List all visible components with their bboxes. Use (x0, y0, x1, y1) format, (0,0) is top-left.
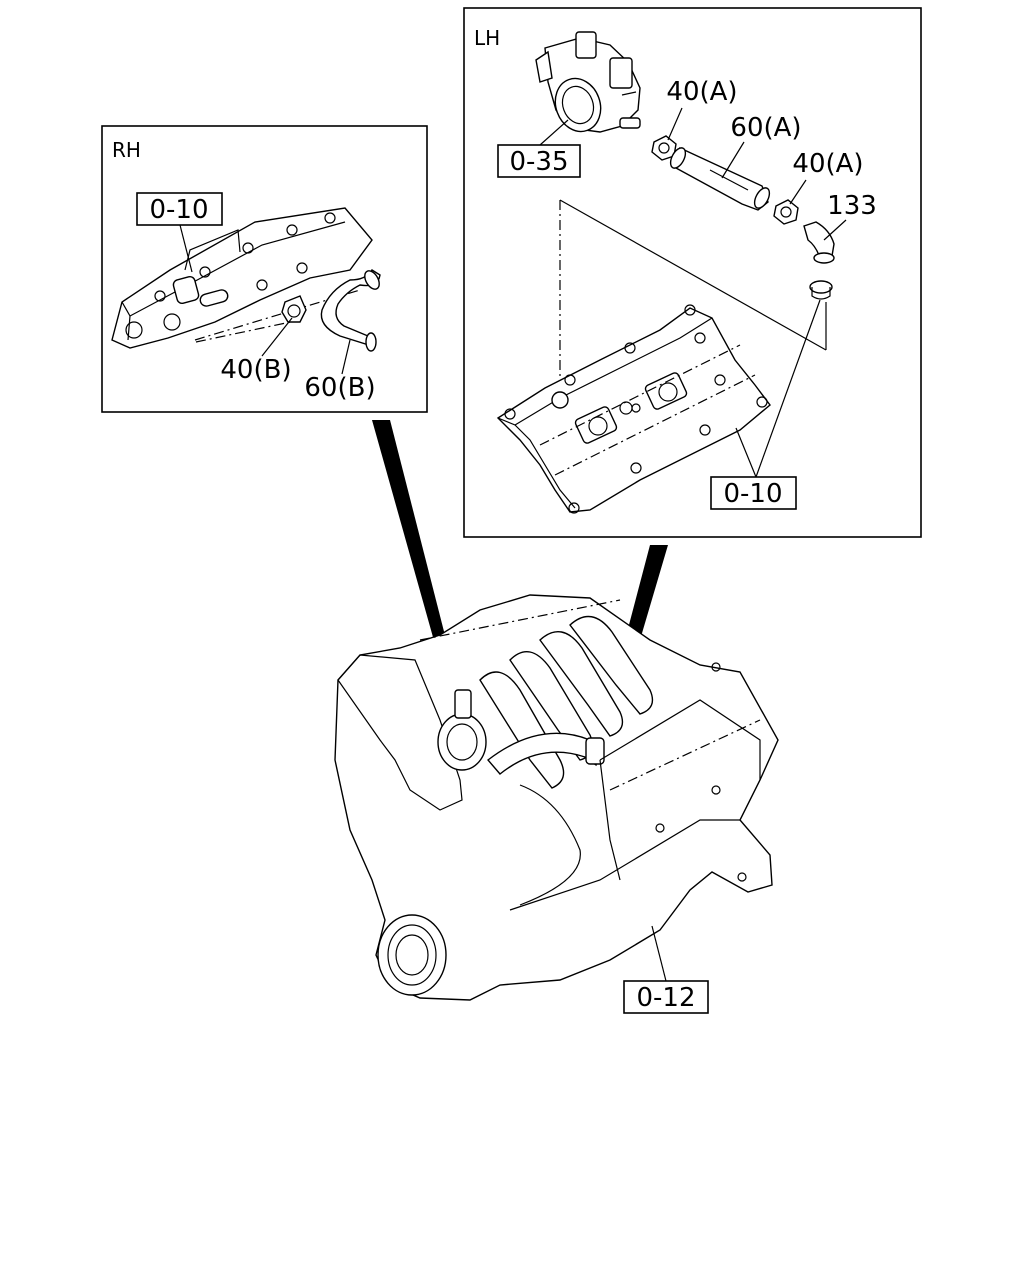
rh-panel-frame (101, 125, 428, 413)
lh-cover-leader-2 (735, 427, 757, 478)
lh-fitting-133 (803, 221, 835, 300)
lh-throttle-callout-box (497, 144, 581, 178)
rh-hose-label: 60(B) (304, 373, 375, 403)
lh-clip-40a-2 (773, 199, 799, 225)
lh-cover-callout-box (710, 476, 797, 510)
lh-panel-title: LH (474, 26, 500, 50)
engine-leader (651, 925, 667, 982)
lh-clip2-label: 40(A) (792, 149, 863, 179)
rh-cylinder-head-cover (111, 207, 373, 349)
engine-callout-box (623, 980, 709, 1014)
lh-guide-line-1 (559, 199, 827, 351)
engine-assembly (334, 594, 779, 1001)
crankshaft-pulley (377, 914, 447, 996)
lh-clip1-leader (667, 107, 683, 141)
lh-throttle-leader (539, 119, 569, 146)
lh-clip2-leader (789, 179, 807, 205)
rh-cover-callout-box (136, 192, 223, 226)
lh-hose-leader (721, 141, 745, 179)
engine-callout-label: 0-12 (636, 983, 695, 1013)
lh-fitting-leader (823, 219, 847, 241)
rh-clip-label: 40(B) (220, 355, 291, 385)
lh-cover-leader-1 (755, 299, 821, 478)
rh-connector-wedge (372, 420, 450, 655)
lh-clip1-label: 40(A) (666, 77, 737, 107)
rh-panel-title: RH (112, 138, 141, 162)
rh-detail-panel: RH (101, 125, 428, 413)
lh-hose-label: 60(A) (730, 113, 801, 143)
rh-hose-leader (341, 339, 351, 375)
rh-cover-callout-label: 0-10 (149, 195, 208, 225)
lh-throttle-body (535, 31, 641, 133)
lh-detail-panel: LH 0-35 40(A) 60(A) (463, 7, 922, 538)
rh-cover-leader (179, 224, 193, 273)
lh-throttle-callout-label: 0-35 (509, 147, 568, 177)
lh-cover-callout-label: 0-10 (723, 479, 782, 509)
rh-clip-leader (261, 317, 293, 357)
engine-throttle-body (437, 713, 487, 771)
rh-clip-40b (281, 295, 307, 323)
lh-panel-frame (463, 7, 922, 538)
lh-hose-60a (669, 146, 771, 211)
lh-cylinder-head-cover (496, 304, 771, 514)
rh-hose-60b (320, 269, 381, 352)
lh-cover-port (551, 391, 569, 409)
lh-fitting-label: 133 (827, 191, 877, 221)
